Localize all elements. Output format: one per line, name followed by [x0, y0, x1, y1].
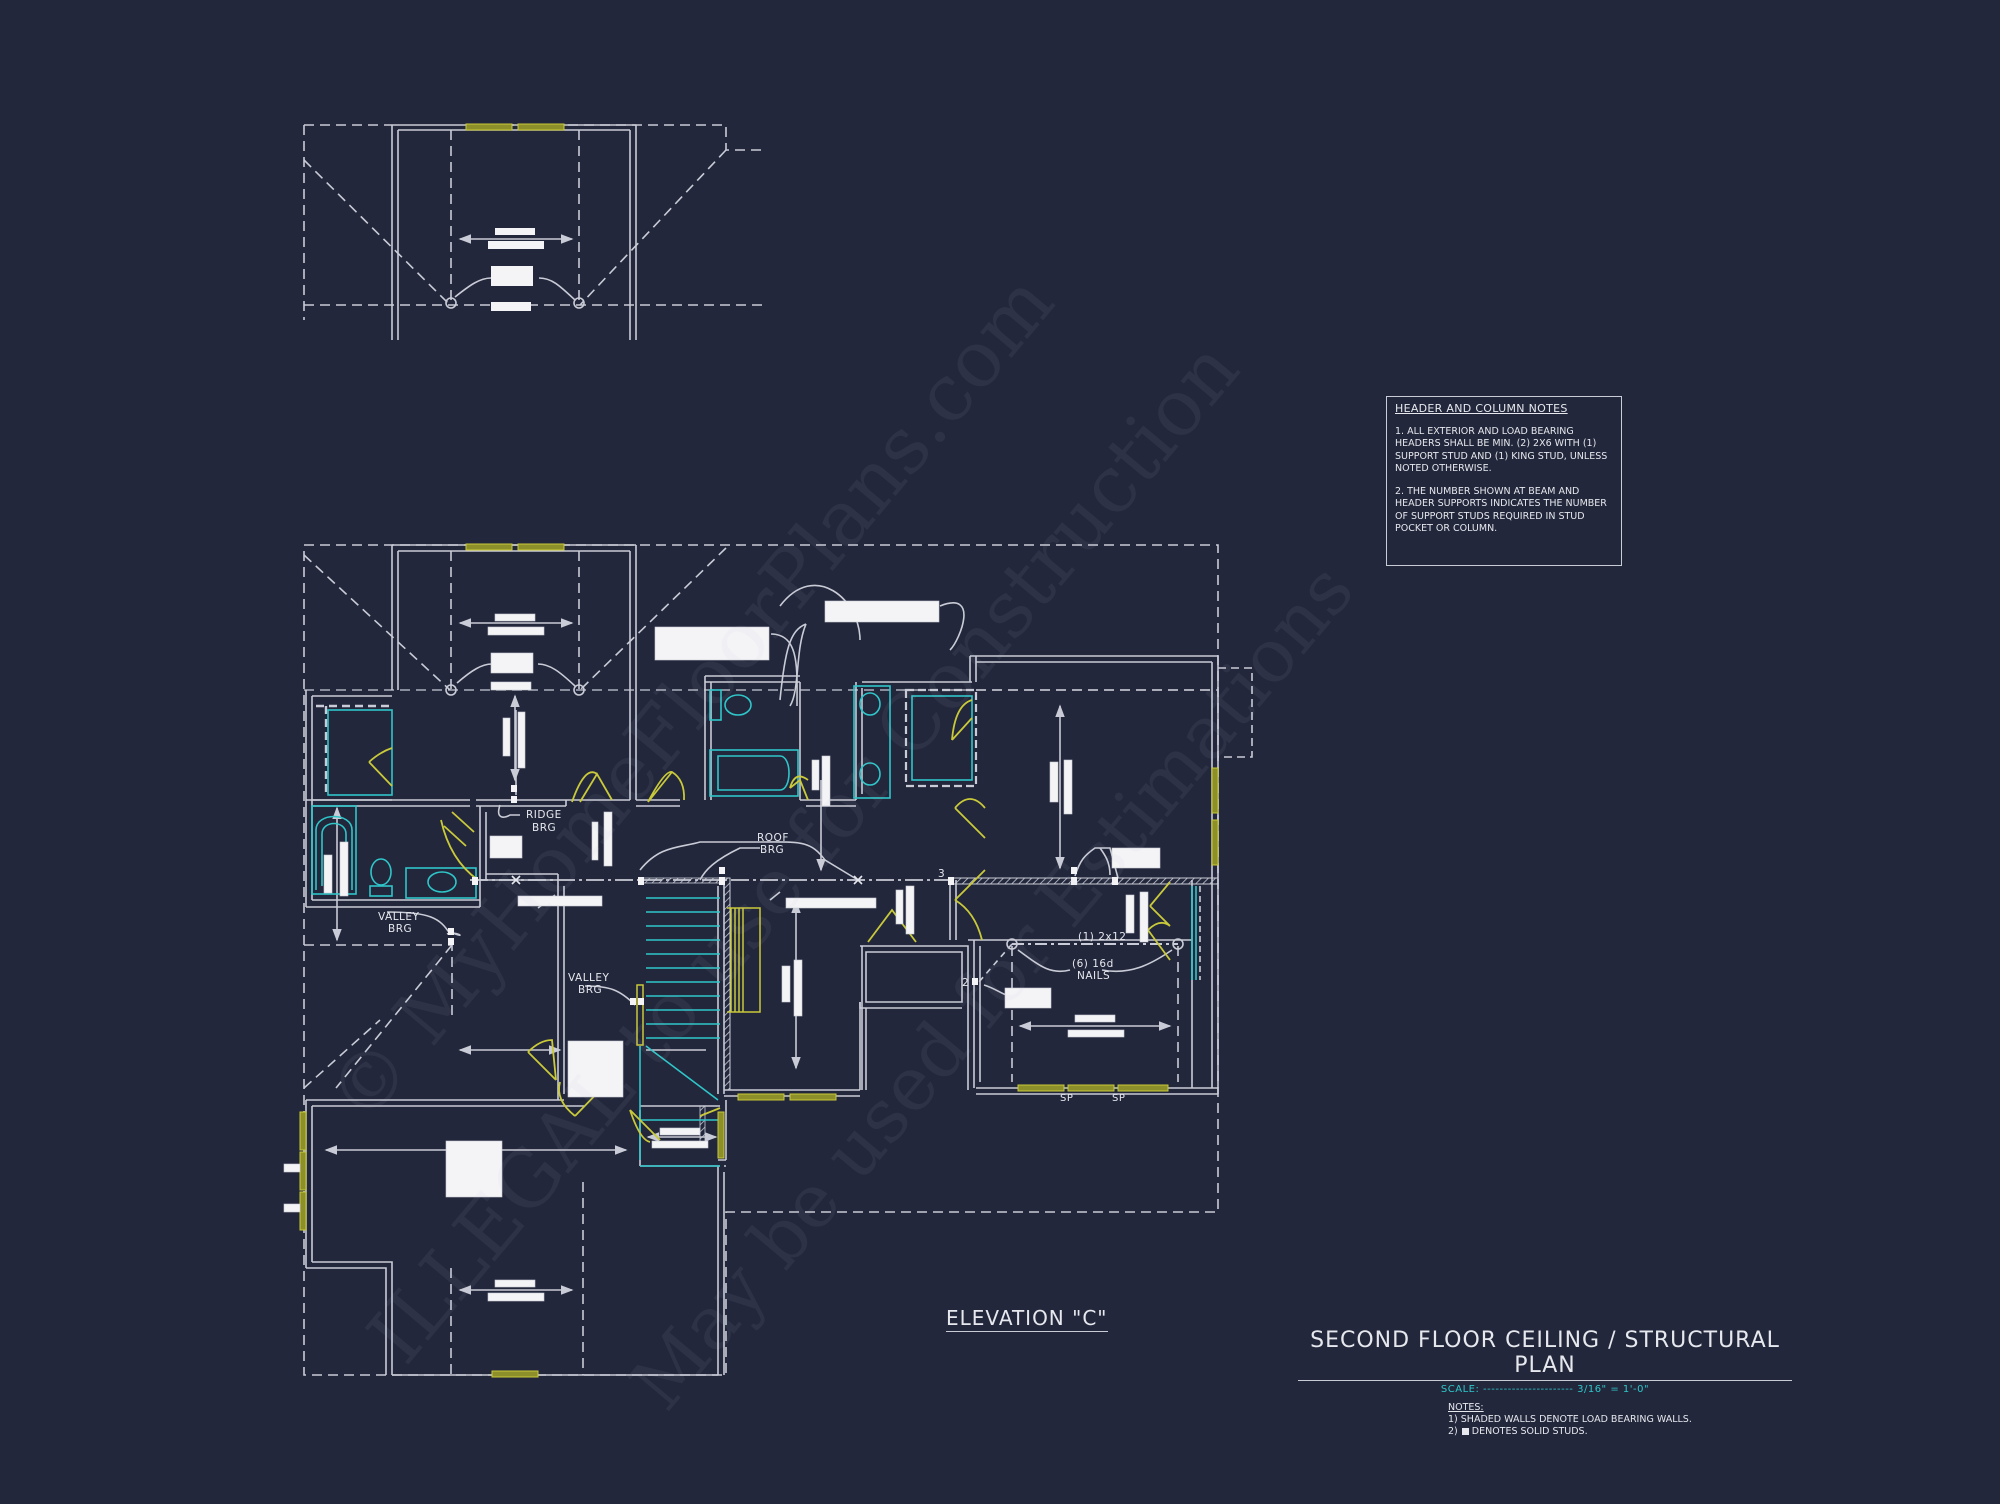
general-note-2-text: DENOTES SOLID STUDS.: [1471, 1426, 1588, 1437]
stud-count-3: 3: [938, 868, 945, 880]
beam-x-marks: [511, 875, 863, 885]
staircase: [639, 897, 720, 1167]
stud-count-2: 2: [962, 977, 969, 989]
general-note-2: 2) DENOTES SOLID STUDS.: [1448, 1426, 1692, 1438]
header-column-notes-title: HEADER AND COLUMN NOTES: [1395, 402, 1568, 415]
general-notes-title: NOTES:: [1448, 1402, 1484, 1413]
valley-brg-center-label-2: BRG: [578, 984, 602, 996]
valley-brg-center-label-1: VALLEY: [568, 972, 610, 984]
header-column-notes-box: HEADER AND COLUMN NOTES 1. ALL EXTERIOR …: [1386, 396, 1622, 566]
roof-brg-label-1: ROOF: [757, 832, 789, 844]
beam-size-label: (1) 2x12: [1078, 931, 1126, 943]
solid-stud-symbol-icon: [1461, 1428, 1469, 1435]
header-column-note-1: 1. ALL EXTERIOR AND LOAD BEARING HEADERS…: [1395, 425, 1608, 475]
structural-tags: [283, 600, 1161, 1302]
sp-label-2: SP: [1112, 1093, 1125, 1104]
door-swings: [368, 699, 1171, 1143]
plumbing-fixtures: [311, 685, 1201, 980]
valley-brg-left-label-1: VALLEY: [378, 911, 420, 923]
sheet-title-block: SECOND FLOOR CEILING / STRUCTURAL PLAN S…: [1298, 1328, 1792, 1395]
roof-brg-label-2: BRG: [760, 844, 784, 856]
elevation-c-tags: [488, 228, 544, 311]
elevation-c-label: ELEVATION "C": [946, 1306, 1108, 1332]
general-notes: NOTES: 1) SHADED WALLS DENOTE LOAD BEARI…: [1448, 1402, 1692, 1438]
general-note-1: 1) SHADED WALLS DENOTE LOAD BEARING WALL…: [1448, 1414, 1692, 1425]
stair-landing-wall: [636, 907, 761, 1046]
nails-label-1: (6) 16d: [1072, 958, 1114, 970]
valley-brg-left-label-2: BRG: [388, 923, 412, 935]
sp-label-1: SP: [1060, 1093, 1073, 1104]
ridge-brg-label-1: RIDGE: [526, 809, 562, 821]
header-column-note-2: 2. THE NUMBER SHOWN AT BEAM AND HEADER S…: [1395, 485, 1607, 535]
elevation-c-roof-detail: [303, 124, 762, 340]
plan-labels: RIDGE BRG ROOF BRG VALLEY BRG VALLEY BRG…: [378, 809, 1126, 1104]
nails-label-2: NAILS: [1077, 970, 1110, 982]
windows: [299, 543, 1219, 1378]
elevation-c-window: [465, 123, 565, 131]
solid-studs: [448, 785, 1118, 1005]
sheet-title: SECOND FLOOR CEILING / STRUCTURAL PLAN: [1298, 1328, 1792, 1381]
scale-line: SCALE: ---------------------- 3/16" = 1'…: [1440, 1384, 1650, 1395]
general-note-2-prefix: 2): [1448, 1426, 1458, 1437]
ridge-brg-label-2: BRG: [532, 822, 556, 834]
